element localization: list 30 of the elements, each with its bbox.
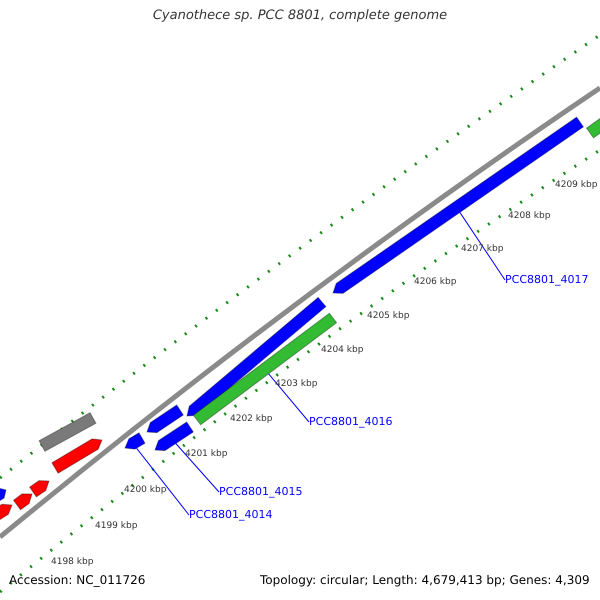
gene-feature (38, 412, 97, 452)
gene-label: PCC8801_4014 (189, 509, 272, 522)
leader-line (459, 212, 506, 280)
scale-label: 4202 kbp (230, 415, 272, 425)
leader-line (268, 373, 310, 422)
gene-feature (0, 504, 13, 521)
gene-label: PCC8801_4017 (505, 274, 588, 286)
gene-feature (12, 493, 33, 510)
scale-label: 4208 kbp (508, 212, 550, 222)
gene-label: PCC8801_4015 (219, 486, 302, 498)
gene-feature (51, 438, 103, 474)
scale-label: 4199 kbp (95, 522, 138, 532)
scale-label: 4209 kbp (555, 181, 598, 191)
leader-line (175, 443, 220, 492)
gene-label: PCC8801_4016 (309, 416, 392, 428)
scale-label: 4207 kbp (461, 245, 504, 255)
gene-feature (146, 404, 184, 434)
footer-text: Accession: NC_011726 (9, 574, 146, 588)
scale-label: 4205 kbp (367, 312, 410, 322)
title: Cyanothece sp. PCC 8801, complete genome (152, 9, 448, 24)
scale-label: 4206 kbp (414, 278, 456, 288)
gene-feature (0, 487, 7, 502)
gene-feature (28, 480, 50, 498)
gene-feature (124, 432, 146, 450)
scale-label: 4200 kbp (124, 486, 166, 496)
scale-label: 4204 kbp (321, 346, 364, 356)
leader-line (136, 448, 190, 516)
scale-label: 4201 kbp (185, 450, 228, 460)
footer-text: Topology: circular; Length: 4,679,413 bp; Genes: 4,309 (260, 574, 590, 588)
scale-label: 4198 kbp (51, 558, 94, 568)
